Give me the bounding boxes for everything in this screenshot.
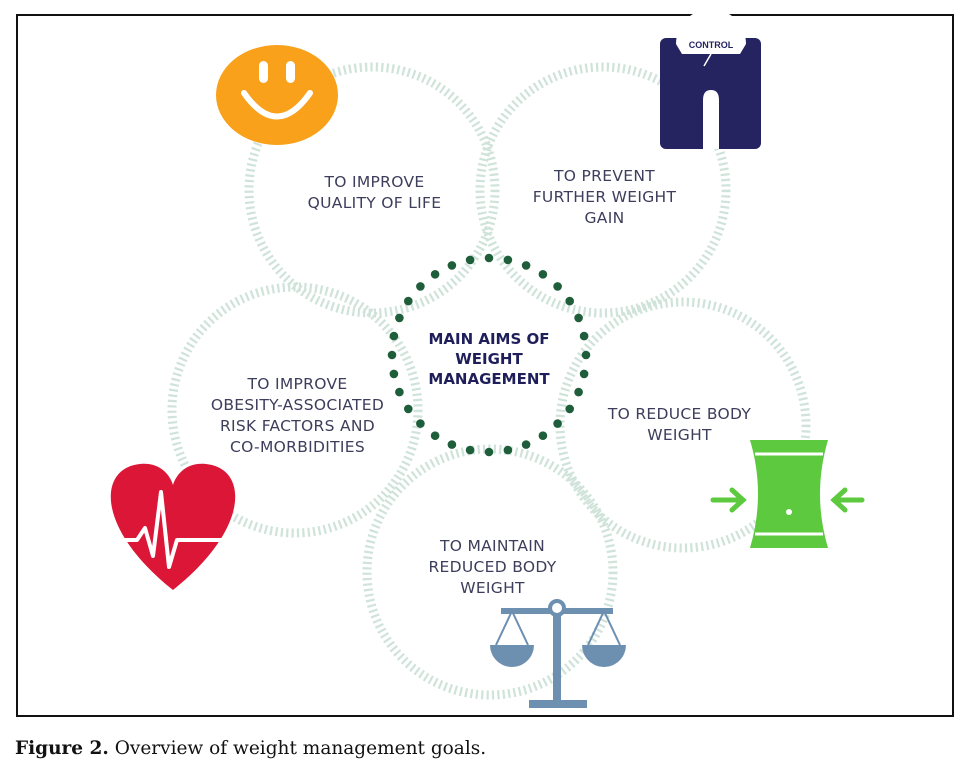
center-ring-dot	[416, 419, 425, 428]
center-ring-dot	[579, 331, 589, 341]
center-dotted-ring	[387, 253, 591, 457]
goal-ring-prevent	[475, 62, 731, 318]
center-ring-dot	[430, 270, 440, 279]
heart-pulse-icon	[102, 463, 236, 590]
center-ring-dot	[389, 331, 399, 341]
center-ring-dot	[430, 431, 440, 441]
center-ring-dot	[538, 270, 548, 279]
center-ring-dot	[484, 447, 494, 457]
goal-label-reduce: TO REDUCE BODY WEIGHT	[607, 405, 752, 444]
smiley-icon	[216, 45, 338, 145]
figure-caption: Figure 2. Overview of weight management …	[15, 738, 486, 759]
waist-icon	[710, 440, 865, 548]
center-ring-dot	[565, 296, 574, 306]
center-ring-dot	[538, 431, 548, 441]
center-ring-dot	[553, 419, 562, 428]
center-ring-dot	[503, 255, 513, 265]
center-ring-dot	[581, 350, 591, 360]
center-ring-dot	[395, 387, 404, 397]
center-ring-dot	[447, 261, 457, 270]
center-ring-dot	[521, 440, 531, 449]
goal-label-prevent: TO PREVENT FURTHER WEIGHT GAIN	[532, 167, 677, 227]
caption-prefix: Figure 2.	[15, 738, 109, 759]
center-ring-dot	[579, 369, 589, 379]
center-ring-dot	[484, 253, 494, 263]
center-ring-dot	[404, 296, 413, 306]
center-ring-dot	[521, 261, 531, 270]
center-ring-dot	[565, 404, 574, 414]
goal-ring-quality	[244, 62, 500, 318]
center-ring-dot	[503, 445, 513, 455]
goal-label-quality: TO IMPROVE QUALITY OF LIFE	[307, 173, 442, 212]
figure-frame	[16, 14, 954, 717]
center-ring-dot	[395, 313, 404, 323]
center-label: MAIN AIMS OF WEIGHT MANAGEMENT	[428, 330, 550, 388]
scale-dial-text: CONTROL	[689, 40, 734, 50]
center-ring-dot	[574, 387, 583, 397]
goal-label-risk: TO IMPROVE OBESITY-ASSOCIATED RISK FACTO…	[210, 375, 385, 456]
center-ring-dot	[404, 404, 413, 414]
center-ring-dot	[387, 350, 397, 360]
goal-ring-risk	[167, 282, 423, 538]
goal-ring-reduce	[555, 297, 811, 553]
center-ring-dot	[447, 440, 457, 449]
balance-scale-icon	[490, 599, 626, 708]
center-ring-dot	[465, 445, 475, 455]
center-ring-dot	[389, 369, 399, 379]
center-ring-dot	[465, 255, 475, 265]
center-ring-dot	[574, 313, 583, 323]
caption-text: Overview of weight management goals.	[108, 738, 487, 759]
goal-label-maintain: TO MAINTAIN REDUCED BODY WEIGHT	[428, 537, 557, 597]
weighing-scale-icon: CONTROL	[660, 9, 761, 149]
center-ring-dot	[416, 282, 425, 291]
center-ring-dot	[553, 282, 562, 291]
